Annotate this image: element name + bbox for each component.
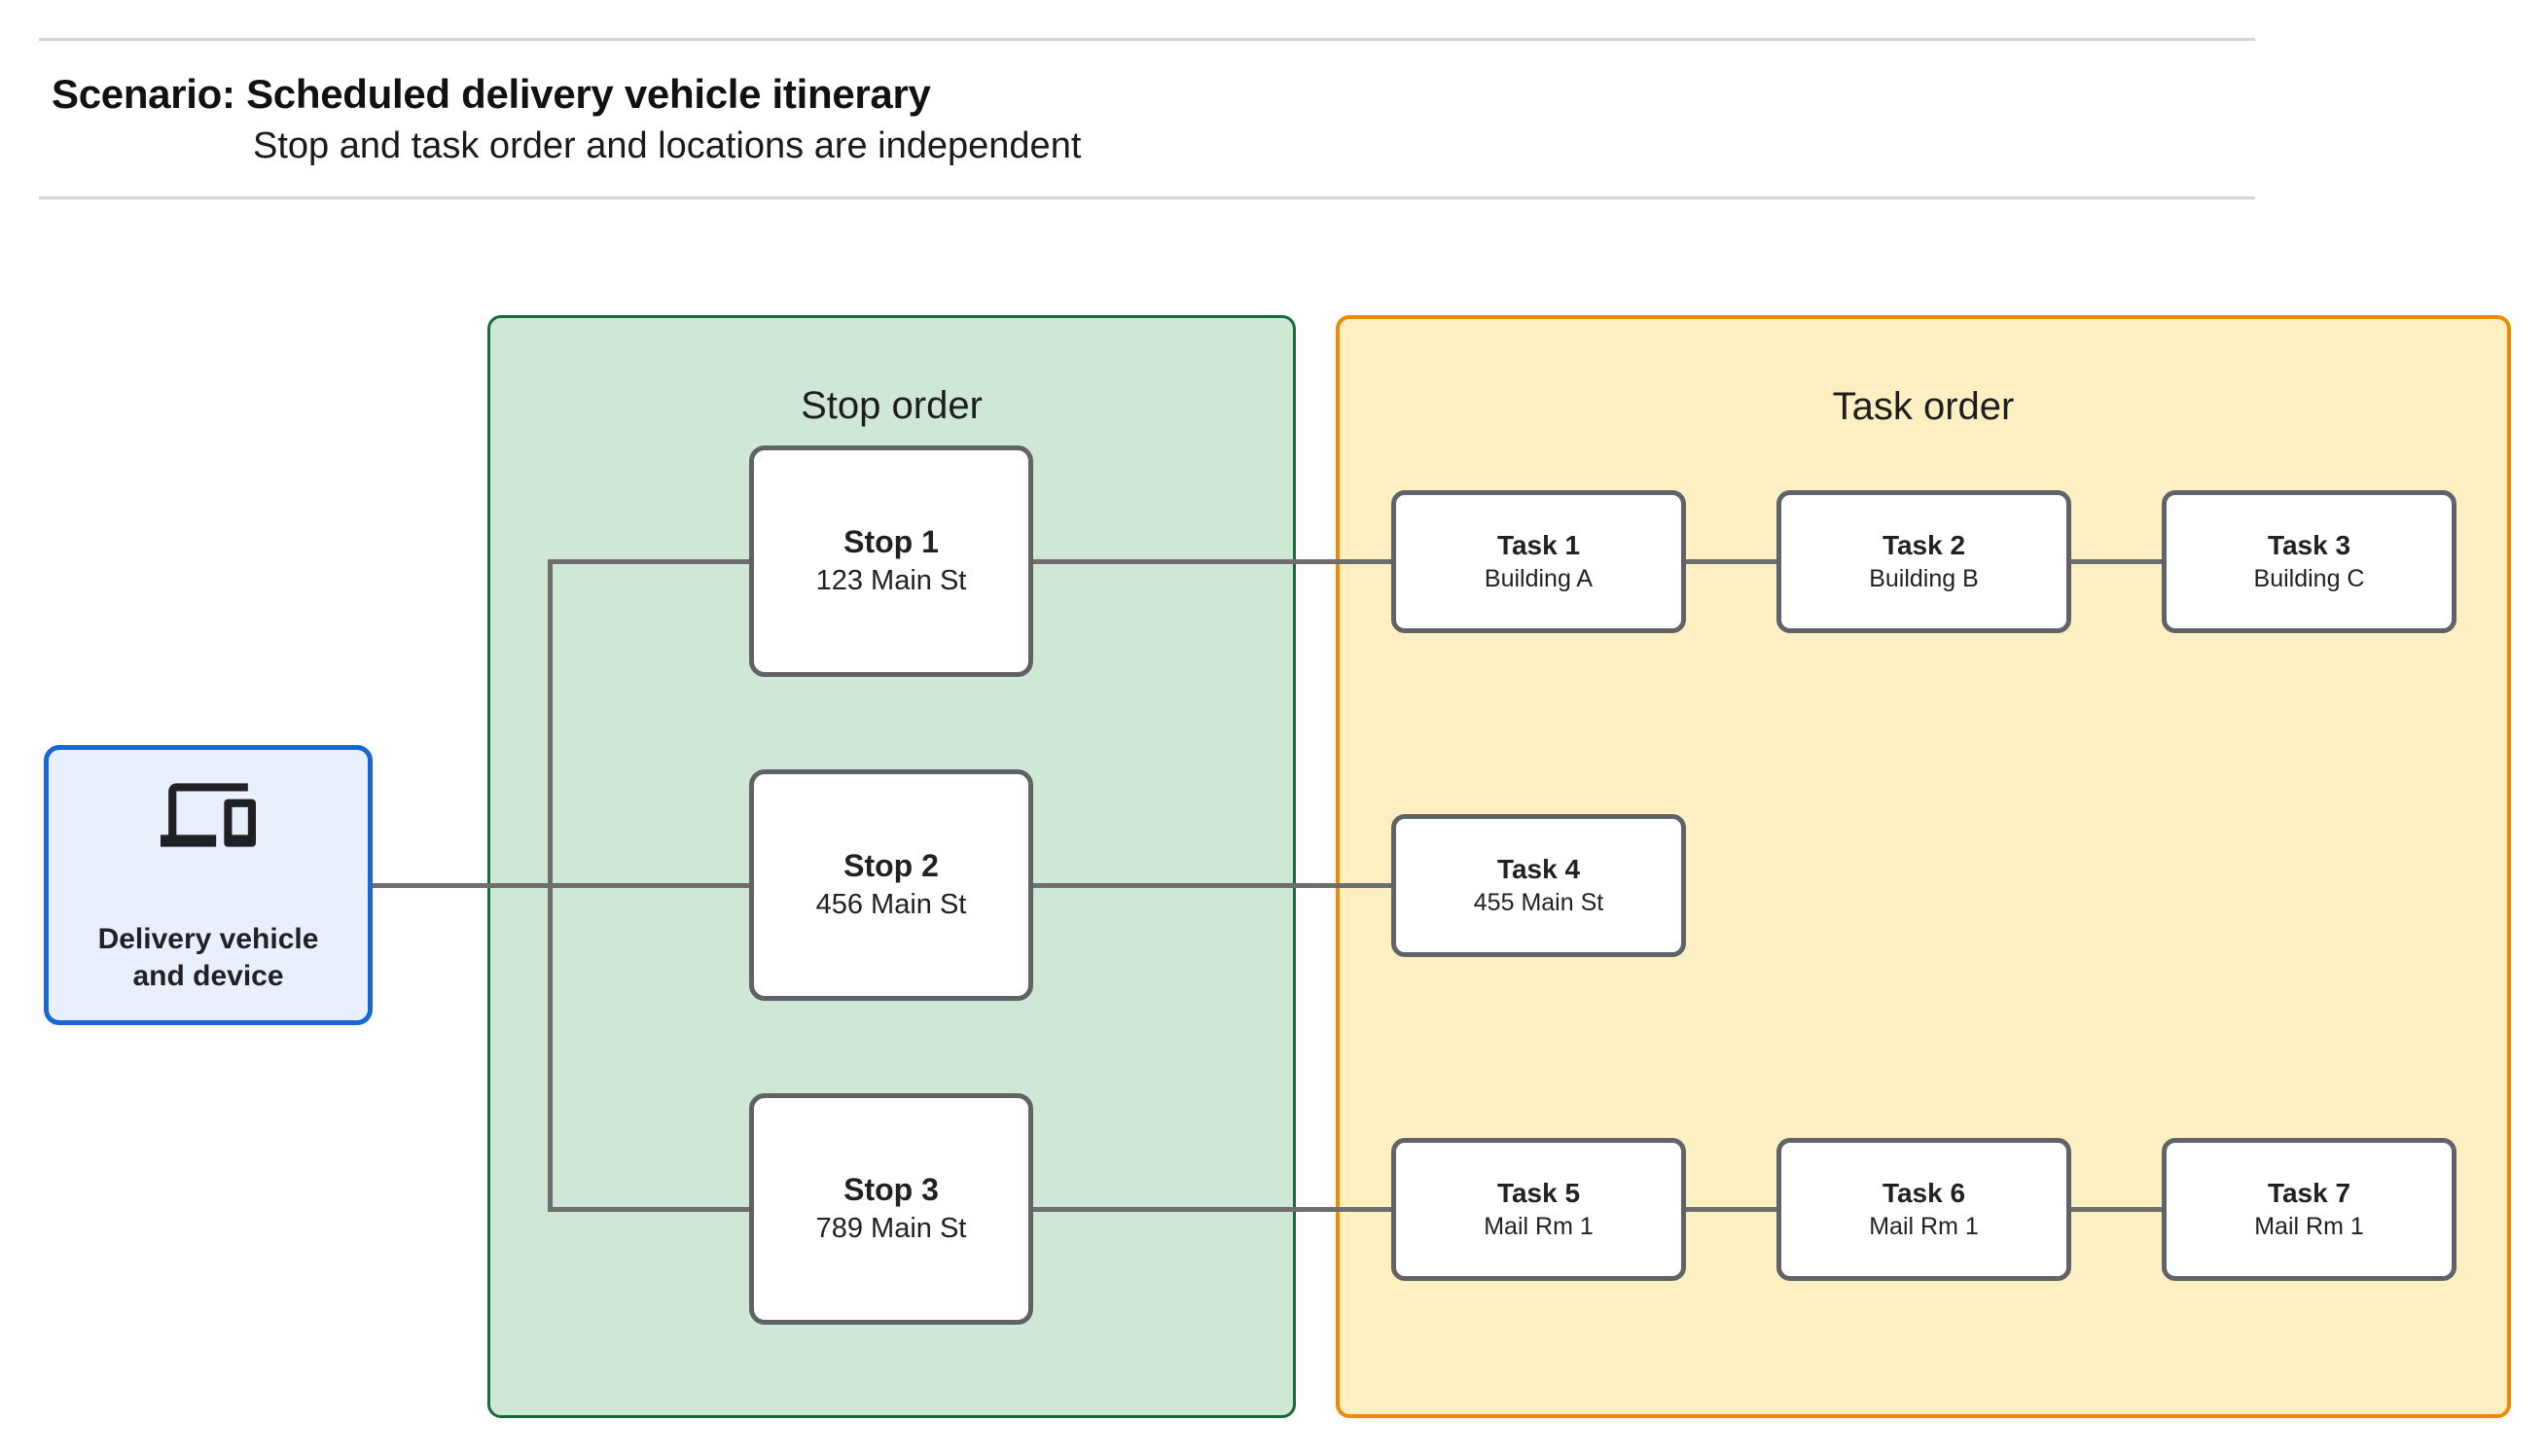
node-title: Stop 2 xyxy=(843,848,939,884)
connector-task5-to-task6 xyxy=(1686,1207,1776,1212)
node-title: Task 1 xyxy=(1496,530,1581,561)
node-location: 789 Main St xyxy=(815,1212,967,1244)
delivery-vehicle-node: Delivery vehicle and device xyxy=(44,745,373,1025)
node-location: Building A xyxy=(1484,565,1594,593)
connector-task2-to-task3 xyxy=(2071,559,2162,564)
connector-delivery-to-stop2 xyxy=(373,883,749,888)
task-node-5: Task 5 Mail Rm 1 xyxy=(1391,1138,1686,1281)
node-title: Stop 3 xyxy=(843,1172,939,1208)
page-subtitle: Stop and task order and locations are in… xyxy=(253,125,1082,166)
node-title: Task 5 xyxy=(1496,1178,1581,1209)
node-location: 123 Main St xyxy=(815,564,967,596)
task-order-panel-label: Task order xyxy=(1832,385,2015,428)
stop-node-2: Stop 2 456 Main St xyxy=(749,769,1033,1001)
node-title: Task 4 xyxy=(1496,854,1581,885)
delivery-label-line1: Delivery vehicle xyxy=(97,923,319,955)
node-location: Mail Rm 1 xyxy=(2254,1213,2364,1241)
connector-trunk-vertical xyxy=(548,559,553,1212)
stop-node-1: Stop 1 123 Main St xyxy=(749,445,1033,677)
node-title: Task 2 xyxy=(1882,530,1966,561)
connector-task6-to-task7 xyxy=(2071,1207,2162,1212)
stop-node-3: Stop 3 789 Main St xyxy=(749,1093,1033,1325)
node-location: 455 Main St xyxy=(1473,889,1604,917)
task-node-2: Task 2 Building B xyxy=(1776,490,2071,633)
page-title: Scenario: Scheduled delivery vehicle iti… xyxy=(52,71,931,117)
header-rule xyxy=(39,196,2255,199)
connector-stop2-to-task4 xyxy=(1033,883,1391,888)
connector-trunk-to-stop3 xyxy=(548,1207,749,1212)
node-location: Mail Rm 1 xyxy=(1484,1213,1594,1241)
node-location: Building B xyxy=(1869,565,1979,593)
task-node-1: Task 1 Building A xyxy=(1391,490,1686,633)
connector-stop3-to-task5 xyxy=(1033,1207,1391,1212)
node-location: Mail Rm 1 xyxy=(1869,1213,1979,1241)
node-title: Stop 1 xyxy=(843,524,939,560)
connector-trunk-to-stop1 xyxy=(548,559,749,564)
delivery-node-label: Delivery vehicle and device xyxy=(98,921,319,996)
connector-stop1-to-task1 xyxy=(1033,559,1391,564)
node-location: 456 Main St xyxy=(815,888,967,920)
task-node-4: Task 4 455 Main St xyxy=(1391,814,1686,957)
node-title: Task 3 xyxy=(2267,530,2351,561)
task-node-7: Task 7 Mail Rm 1 xyxy=(2162,1138,2456,1281)
node-title: Task 6 xyxy=(1882,1178,1966,1209)
devices-icon xyxy=(161,783,256,847)
delivery-label-line2: and device xyxy=(132,960,284,993)
top-rule xyxy=(39,38,2255,41)
node-location: Building C xyxy=(2253,565,2365,593)
connector-task1-to-task2 xyxy=(1686,559,1776,564)
node-title: Task 7 xyxy=(2267,1178,2351,1209)
task-node-3: Task 3 Building C xyxy=(2162,490,2456,633)
task-node-6: Task 6 Mail Rm 1 xyxy=(1776,1138,2071,1281)
stop-order-panel-label: Stop order xyxy=(801,384,983,427)
